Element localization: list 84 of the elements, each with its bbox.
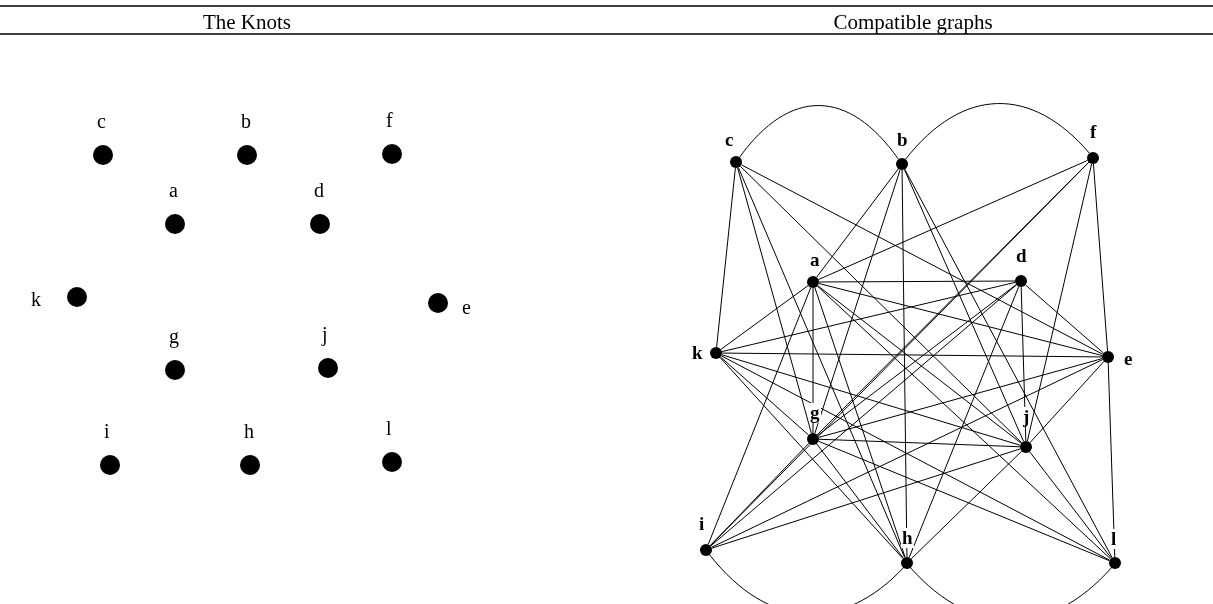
- graph-edge: [1092, 163, 1109, 352]
- graph-edge: [721, 352, 1103, 358]
- vertex-label: l: [1110, 529, 1118, 549]
- vertex-label: h: [244, 421, 254, 441]
- vertex-label: d: [314, 180, 324, 200]
- graph-edge: [709, 442, 810, 547]
- graph-edge: [720, 356, 809, 436]
- vertex-dot: [428, 293, 448, 313]
- vertex-label: g: [809, 403, 821, 423]
- vertex-dot: [1109, 557, 1121, 569]
- graph-edge: [720, 285, 809, 350]
- graph-edge: [818, 438, 1021, 448]
- vertex-dot: [1087, 152, 1099, 164]
- vertex-dot: [165, 214, 185, 234]
- vertex-dot: [807, 276, 819, 288]
- graph-edge: [901, 169, 908, 558]
- graph-edge: [908, 286, 1020, 558]
- graph-edge: [903, 169, 1025, 442]
- graph-edge: [1026, 163, 1093, 442]
- column-header: Compatible graphs: [833, 11, 993, 33]
- graph-edge: [1020, 286, 1027, 442]
- vertex-label: l: [386, 418, 392, 438]
- vertex-label: g: [169, 326, 179, 346]
- graph-edge: [721, 281, 1016, 353]
- graph-edge: [737, 167, 812, 434]
- vertex-dot: [807, 433, 819, 445]
- graph-edge: [818, 283, 1103, 356]
- vertex-dot: [93, 145, 113, 165]
- vertex-dot: [901, 557, 913, 569]
- graph-edge: [905, 103, 1090, 160]
- graph-edge: [1025, 284, 1104, 354]
- graph-edge: [1029, 451, 1112, 559]
- graph-edge: [812, 287, 814, 434]
- vertex-label: h: [901, 528, 914, 548]
- graph-edge: [816, 168, 899, 278]
- vertex-dot: [382, 144, 402, 164]
- graph-edge: [737, 167, 906, 558]
- graph-edge: [709, 554, 904, 604]
- vertex-label: i: [104, 421, 110, 441]
- vertex-dot: [310, 214, 330, 234]
- graph-edge: [1029, 360, 1105, 444]
- graph-edge: [818, 440, 1110, 562]
- vertex-dot: [100, 455, 120, 475]
- vertex-dot: [896, 158, 908, 170]
- graph-edge: [739, 165, 1023, 444]
- vertex-dot: [730, 156, 742, 168]
- column-header: The Knots: [202, 11, 292, 33]
- vertex-label: j: [322, 324, 328, 344]
- graph-edge: [816, 443, 904, 559]
- vertex-dot: [1102, 351, 1114, 363]
- graph-edge: [910, 450, 1023, 560]
- vertex-label: a: [169, 180, 178, 200]
- vertex-dot: [165, 360, 185, 380]
- graph-edge: [818, 358, 1103, 438]
- vertex-dot: [67, 287, 87, 307]
- vertex-dot: [237, 145, 257, 165]
- vertex-dot: [1015, 275, 1027, 287]
- graph-edge: [721, 354, 1021, 446]
- graph-edge: [707, 287, 812, 545]
- graph-edge: [818, 159, 1088, 281]
- vertex-dot: [700, 544, 712, 556]
- vertex-dot: [710, 347, 722, 359]
- graph-edge: [719, 356, 904, 560]
- vertex-label: b: [241, 111, 251, 131]
- graph-edge: [1107, 362, 1116, 558]
- vertex-label: c: [97, 111, 106, 131]
- graph-edge: [816, 285, 1112, 560]
- vertex-label: e: [462, 297, 471, 317]
- vertex-dot: [240, 455, 260, 475]
- vertex-label: j: [1022, 407, 1031, 427]
- vertex-dot: [318, 358, 338, 378]
- graph-edge: [711, 448, 1021, 549]
- graph-edge: [814, 169, 901, 434]
- graph-edge: [904, 168, 1113, 559]
- vertex-dot: [382, 452, 402, 472]
- graph-edge: [710, 284, 1017, 547]
- vertex-label: f: [386, 110, 393, 130]
- vertex-label: k: [31, 289, 41, 309]
- graph-edge: [910, 567, 1112, 604]
- graph-edge: [814, 287, 906, 558]
- graph-edge: [740, 164, 1104, 355]
- graph-edge: [818, 280, 1016, 283]
- graph-edge: [739, 105, 899, 160]
- graph-edge: [716, 167, 736, 348]
